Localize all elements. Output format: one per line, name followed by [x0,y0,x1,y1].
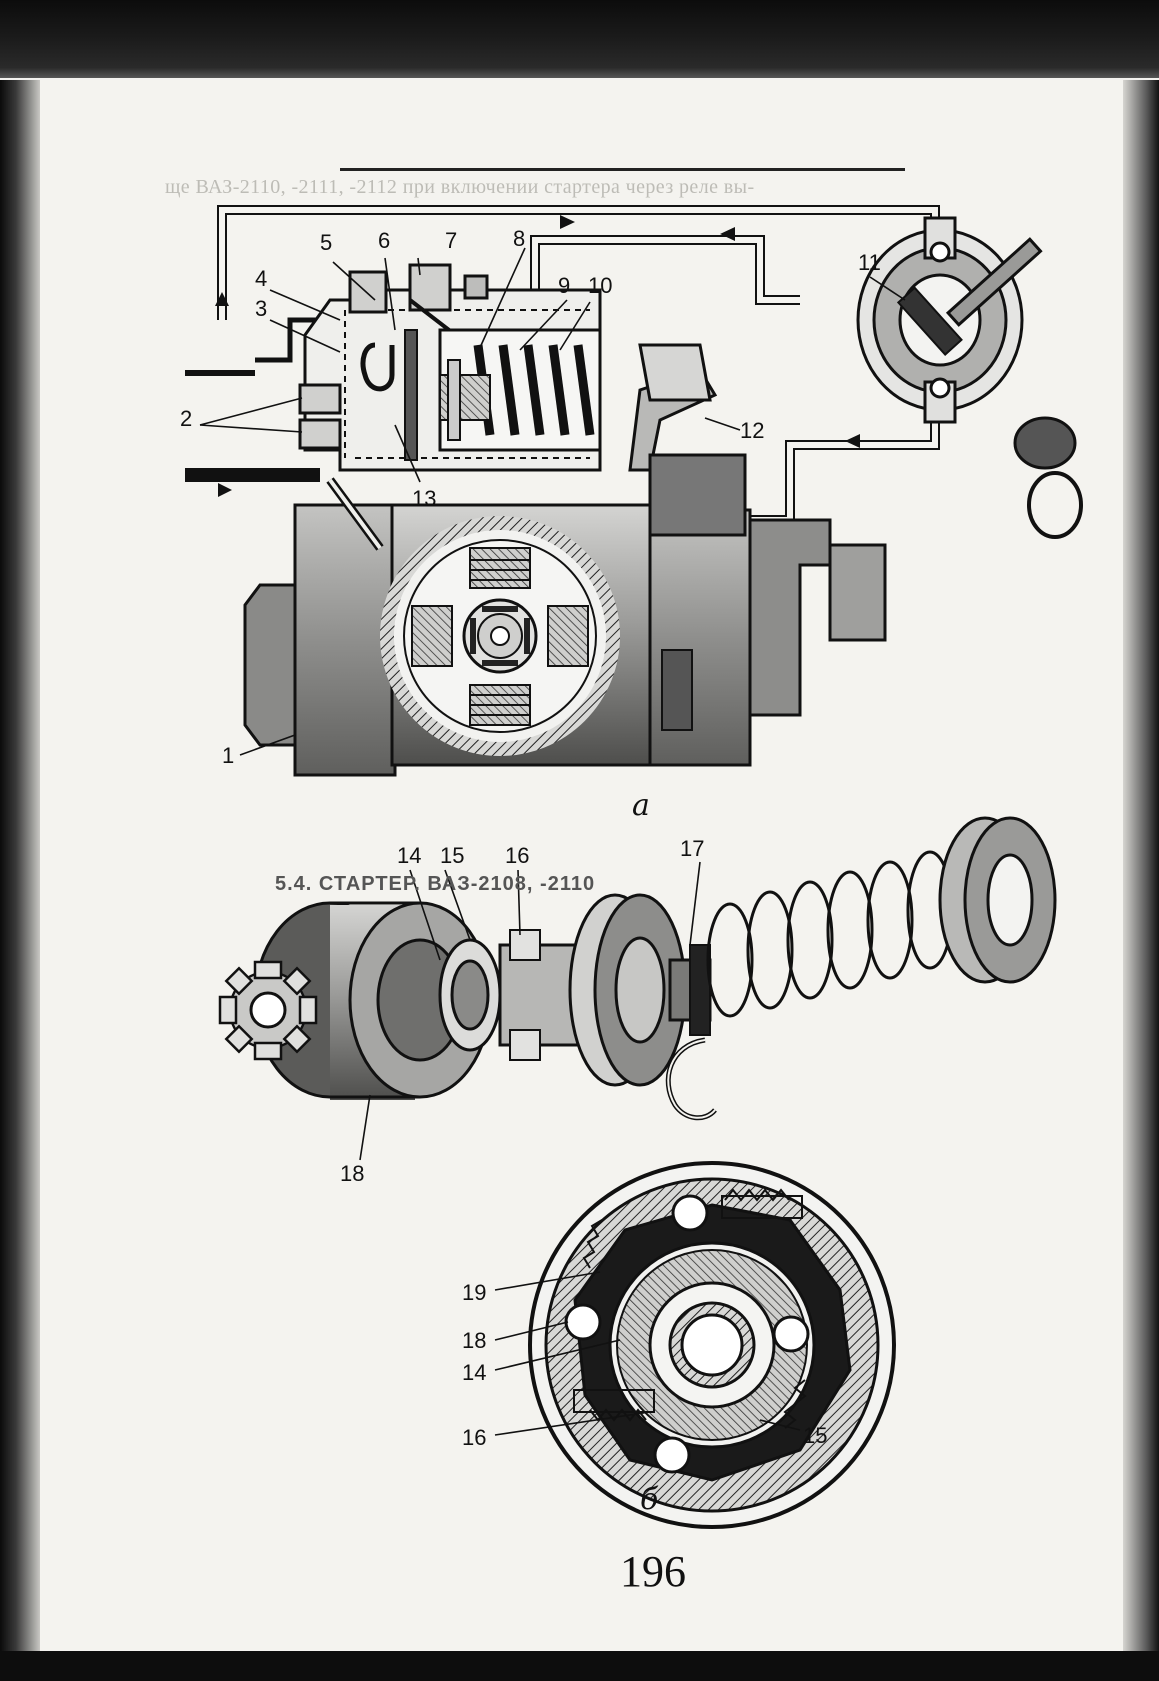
label-10: 10 [588,273,613,298]
figure-b-caption: б [640,1482,659,1517]
label-15: 15 [440,843,465,868]
label-14-lower: 14 [462,1360,487,1385]
show-through-text-line: ще ВАЗ-2110, -2111, -2112 при включении … [165,176,755,198]
label-16-lower: 16 [462,1425,487,1450]
top-rule [340,168,905,171]
label-12: 12 [740,418,765,443]
label-4: 4 [255,266,268,291]
label-19: 19 [462,1280,487,1305]
label-9: 9 [558,273,571,298]
show-through-section-heading: 5.4. СТАРТЕР. ВАЗ-2108, -2110 [275,873,596,895]
label-8: 8 [513,226,526,251]
label-1: 1 [222,743,235,768]
label-11: 11 [858,250,881,275]
scan-shadow-bottom [0,1651,1159,1681]
label-18-lower: 18 [462,1328,487,1353]
label-2: 2 [180,406,193,431]
scan-shadow-top [0,0,1159,90]
scan-shadow-left [0,80,40,1680]
label-3: 3 [255,296,268,321]
label-17: 17 [680,836,705,861]
label-5: 5 [320,230,333,255]
figure-a-caption: а [632,788,650,823]
label-15-lower: 15 [803,1423,828,1448]
label-7: 7 [445,228,458,253]
label-14: 14 [397,843,422,868]
label-18-upper: 18 [340,1161,365,1186]
label-6: 6 [378,228,391,253]
page-number: 196 [620,1547,686,1596]
scan-shadow-right [1123,80,1159,1680]
label-13: 13 [412,486,437,511]
label-16: 16 [505,843,530,868]
